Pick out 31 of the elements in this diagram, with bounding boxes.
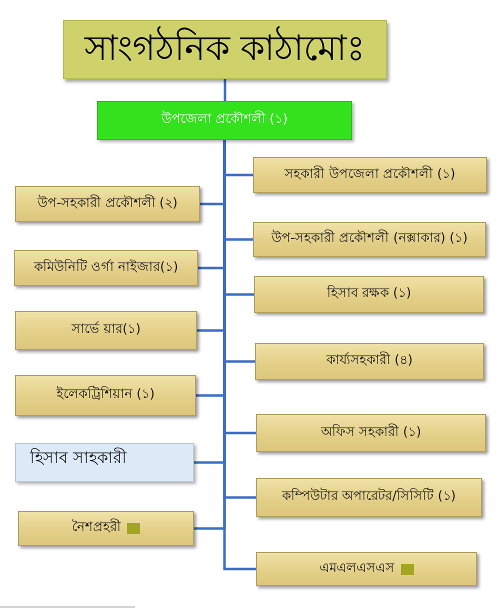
role-label: সার্ভে য়ার(১)	[71, 322, 141, 339]
role-box	[256, 414, 486, 452]
role-label: সহকারী উপজেলা প্রকৌশলী (১)	[284, 166, 456, 184]
role-box	[15, 375, 196, 416]
title-text: সাংগঠনিক কাঠামোঃ	[84, 28, 366, 72]
head-box	[97, 101, 352, 140]
role-label: কমিউনিটি ওর্গা নাইজার(১)	[34, 260, 178, 276]
role-box	[253, 157, 487, 193]
title-box	[63, 20, 387, 79]
role-box	[15, 311, 197, 350]
role-label: অফিস সহকারী (১)	[320, 424, 422, 442]
role-label: উপ-সহকারী প্রকৌশলী (নক্সাকার) (১)	[271, 231, 468, 248]
role-label: হিসাব সাহকারী	[30, 448, 128, 468]
role-box	[255, 343, 484, 380]
role-label: কার্য্যসহকারী (৪)	[326, 353, 413, 370]
role-box	[256, 478, 482, 517]
role-label: এমএলএসএস	[320, 560, 394, 578]
role-box	[256, 552, 477, 586]
role-label: উপ-সহকারী প্রকৌশলী (২)	[37, 196, 178, 212]
role-label: কম্পিউটার অপারেটর/সিসিটি (১)	[282, 489, 456, 506]
role-label: হিসাব রক্ষক (১)	[326, 286, 412, 303]
role-box	[14, 250, 198, 286]
role-label: ইলেকট্রিশিয়ান (১)	[56, 387, 155, 404]
role-box	[15, 443, 194, 482]
role-box	[253, 222, 486, 257]
role-box	[15, 186, 200, 222]
role-box	[254, 276, 484, 313]
role-label: নৈশপ্রহরী	[72, 520, 121, 537]
role-box	[18, 511, 194, 546]
role-label: উপজেলা প্রকৌশলী (১)	[161, 112, 288, 129]
connector-line	[224, 79, 226, 101]
